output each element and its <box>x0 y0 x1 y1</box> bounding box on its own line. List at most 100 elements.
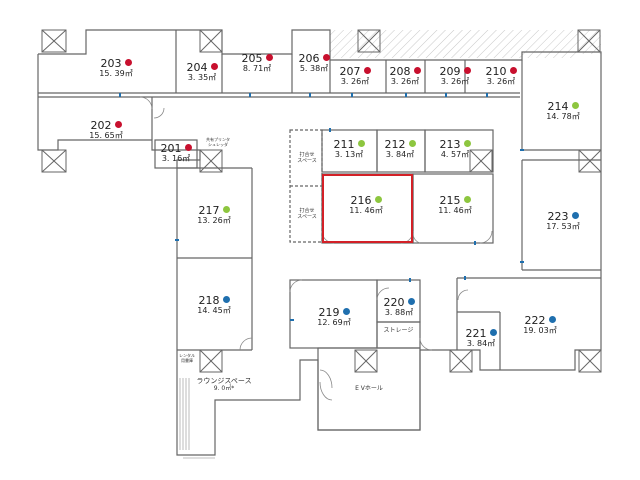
room-area: 11. 46㎡ <box>438 205 472 215</box>
room-221[interactable]: 221 3. 84㎡ <box>460 328 502 348</box>
room-217[interactable]: 217 13. 26㎡ <box>186 205 242 225</box>
room-201[interactable]: 201 3. 16㎡ <box>155 143 197 163</box>
room-area: 12. 69㎡ <box>317 317 351 327</box>
status-dot-green-icon <box>357 140 365 147</box>
room-203[interactable]: 203 15. 39㎡ <box>86 58 146 78</box>
room-area: 17. 53㎡ <box>546 221 580 231</box>
room-area: 3. 35㎡ <box>187 72 217 82</box>
status-dot-green-icon <box>408 140 416 147</box>
status-dot-red-icon <box>413 67 421 74</box>
room-207[interactable]: 207 3. 26㎡ <box>334 66 376 86</box>
room-number: 209 <box>439 65 461 78</box>
room-number: 220 <box>383 296 405 309</box>
room-220[interactable]: 220 3. 88㎡ <box>378 297 420 317</box>
printer-label: 共有プリンタ シュレッダ <box>206 137 230 147</box>
status-dot-blue-icon <box>489 329 497 336</box>
room-area: 19. 03㎡ <box>523 325 557 335</box>
status-dot-green-icon <box>222 206 230 213</box>
room-number: 212 <box>384 138 406 151</box>
status-dot-red-icon <box>509 67 517 74</box>
room-number: 221 <box>465 327 487 340</box>
room-222[interactable]: 222 19. 03㎡ <box>510 315 570 335</box>
door-markers <box>119 93 524 321</box>
meeting-space-label: 打合せ スペース <box>297 208 317 220</box>
room-area: 3. 84㎡ <box>466 338 496 348</box>
room-223[interactable]: 223 17. 53㎡ <box>533 211 593 231</box>
room-213[interactable]: 213 4. 57㎡ <box>430 139 480 159</box>
room-208[interactable]: 208 3. 26㎡ <box>384 66 426 86</box>
room-211[interactable]: 211 3. 13㎡ <box>324 139 374 159</box>
status-dot-blue-icon <box>407 298 415 305</box>
room-204[interactable]: 204 3. 35㎡ <box>182 62 222 82</box>
status-dot-blue-icon <box>571 212 579 219</box>
room-205[interactable]: 205 8. 71㎡ <box>234 53 280 73</box>
lounge-label: ラウンジスペース <box>196 377 252 385</box>
room-area: 13. 26㎡ <box>197 215 231 225</box>
lounge-stair-lines <box>179 378 215 459</box>
room-206[interactable]: 206 5. 38㎡ <box>292 53 336 73</box>
room-209[interactable]: 209 3. 26㎡ <box>434 66 476 86</box>
room-area: 4. 57㎡ <box>440 149 470 159</box>
room-number: 223 <box>547 210 569 223</box>
room-number: 204 <box>186 61 208 74</box>
status-dot-red-icon <box>463 67 471 74</box>
meeting-space-label: 打合せ スペース <box>297 152 317 164</box>
room-number: 210 <box>485 65 507 78</box>
room-number: 202 <box>90 119 112 132</box>
room-area: 3. 84㎡ <box>385 149 415 159</box>
room-202[interactable]: 202 15. 65㎡ <box>76 120 136 140</box>
room-area: 8. 71㎡ <box>242 63 272 73</box>
selected-room-highlight <box>322 174 413 243</box>
status-dot-red-icon <box>265 54 273 61</box>
room-area: 3. 88㎡ <box>384 307 414 317</box>
room-area: 14. 45㎡ <box>197 305 231 315</box>
room-number: 222 <box>524 314 546 327</box>
status-dot-green-icon <box>463 140 471 147</box>
status-dot-red-icon <box>322 54 330 61</box>
exterior-hatch-top <box>330 30 575 58</box>
room-210[interactable]: 210 3. 26㎡ <box>480 66 522 86</box>
status-dot-red-icon <box>184 144 192 151</box>
room-area: 15. 65㎡ <box>89 130 123 140</box>
room-number: 217 <box>198 204 220 217</box>
status-dot-red-icon <box>363 67 371 74</box>
room-212[interactable]: 212 3. 84㎡ <box>377 139 423 159</box>
room-area: 15. 39㎡ <box>99 68 133 78</box>
storage-label: ストレージ <box>383 327 414 334</box>
status-dot-red-icon <box>210 63 218 70</box>
room-number: 207 <box>339 65 361 78</box>
status-dot-blue-icon <box>548 316 556 323</box>
room-218[interactable]: 218 14. 45㎡ <box>186 295 242 315</box>
rental-storage-label: レンタル 用書庫 <box>179 353 195 363</box>
room-number: 218 <box>198 294 220 307</box>
room-area: 3. 13㎡ <box>334 149 364 159</box>
status-dot-green-icon <box>571 102 579 109</box>
status-dot-blue-icon <box>222 296 230 303</box>
status-dot-green-icon <box>463 196 471 203</box>
status-dot-red-icon <box>124 59 132 66</box>
room-number: 216 <box>350 194 372 207</box>
room-214[interactable]: 214 14. 78㎡ <box>535 101 591 121</box>
status-dot-red-icon <box>114 121 122 128</box>
room-215[interactable]: 215 11. 46㎡ <box>425 195 485 215</box>
room-number: 219 <box>318 306 340 319</box>
room-number: 206 <box>298 52 320 65</box>
ev-hall-label: E Vホール <box>355 385 383 392</box>
room-area: 3. 16㎡ <box>161 153 191 163</box>
room-number: 213 <box>439 138 461 151</box>
room-area: 3. 26㎡ <box>390 76 420 86</box>
room-216[interactable]: 216 11. 46㎡ <box>336 195 396 215</box>
room-area: 11. 46㎡ <box>349 205 383 215</box>
columns <box>41 29 602 373</box>
room-number: 214 <box>547 100 569 113</box>
walls <box>37 29 602 456</box>
status-dot-blue-icon <box>342 308 350 315</box>
room-219[interactable]: 219 12. 69㎡ <box>306 307 362 327</box>
status-dot-green-icon <box>374 196 382 203</box>
room-number: 208 <box>389 65 411 78</box>
room-number: 203 <box>100 57 122 70</box>
room-area: 14. 78㎡ <box>546 111 580 121</box>
room-area: 5. 38㎡ <box>299 63 329 73</box>
room-number: 205 <box>241 52 263 65</box>
lounge-area: 9. 0㎡* <box>213 385 235 392</box>
